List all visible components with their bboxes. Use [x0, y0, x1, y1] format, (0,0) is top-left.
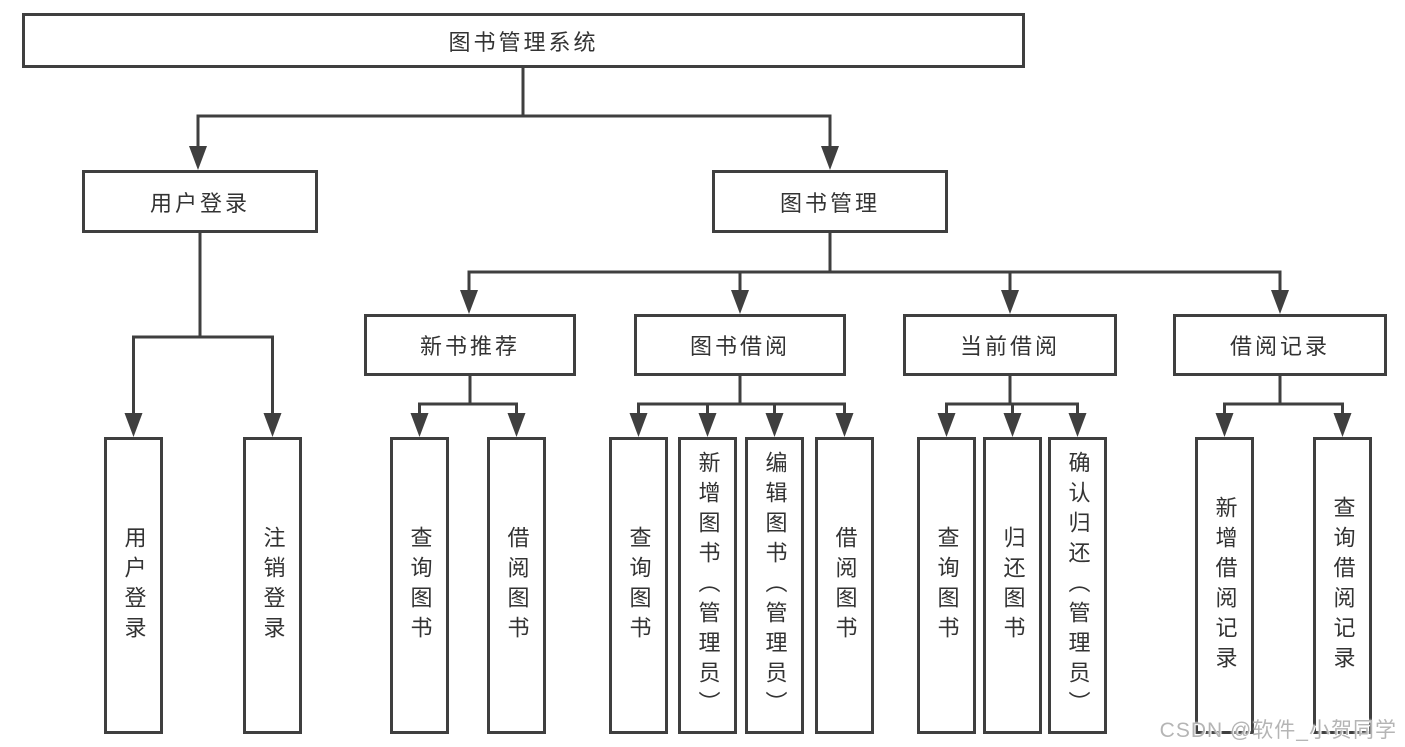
node-logout-login: 注销登录 [243, 437, 302, 734]
node-book-management: 图书管理 [712, 170, 948, 233]
node-add-book-admin: 新增图书（管理员） [678, 437, 737, 734]
watermark-text: CSDN @软件_小贺同学 [1159, 719, 1397, 742]
node-label: 用户登录 [121, 525, 147, 646]
node-current-borrow: 当前借阅 [903, 314, 1117, 376]
node-label: 图书管理 [779, 190, 880, 216]
node-label: 查询借阅记录 [1330, 495, 1356, 676]
node-user-login-leaf: 用户登录 [104, 437, 163, 734]
node-label: 新增借阅记录 [1212, 495, 1238, 676]
node-label: 当前借阅 [959, 334, 1060, 359]
node-label: 归还图书 [1000, 525, 1026, 646]
node-return-book: 归还图书 [983, 437, 1042, 734]
node-label: 编辑图书（管理员） [762, 450, 788, 721]
node-label: 查询图书 [407, 525, 433, 646]
node-borrow-records: 借阅记录 [1173, 314, 1387, 376]
node-user-login: 用户登录 [82, 170, 318, 233]
node-label: 借阅图书 [504, 525, 530, 646]
node-confirm-return-admin: 确认归还（管理员） [1048, 437, 1107, 734]
node-borrow-books-leaf: 借阅图书 [815, 437, 874, 734]
node-label: 图书管理系统 [448, 29, 599, 55]
node-label: 新书推荐 [419, 334, 520, 359]
node-label: 借阅记录 [1229, 334, 1330, 359]
node-query-books-borrow: 查询图书 [609, 437, 668, 734]
node-label: 借阅图书 [832, 525, 858, 646]
node-label: 查询图书 [934, 525, 960, 646]
node-label: 用户登录 [149, 190, 250, 216]
node-label: 注销登录 [260, 525, 286, 646]
node-new-book-recommend: 新书推荐 [364, 314, 576, 376]
node-label: 查询图书 [626, 525, 652, 646]
node-label: 确认归还（管理员） [1065, 450, 1091, 721]
node-book-borrow: 图书借阅 [634, 314, 846, 376]
node-borrow-books-recommend: 借阅图书 [487, 437, 546, 734]
node-label: 新增图书（管理员） [695, 450, 721, 721]
node-query-books-current: 查询图书 [917, 437, 976, 734]
node-add-borrow-record: 新增借阅记录 [1195, 437, 1254, 734]
node-query-books-recommend: 查询图书 [390, 437, 449, 734]
node-edit-book-admin: 编辑图书（管理员） [745, 437, 804, 734]
node-query-borrow-record: 查询借阅记录 [1313, 437, 1372, 734]
node-label: 图书借阅 [689, 334, 790, 359]
node-library-management-system: 图书管理系统 [22, 13, 1025, 68]
